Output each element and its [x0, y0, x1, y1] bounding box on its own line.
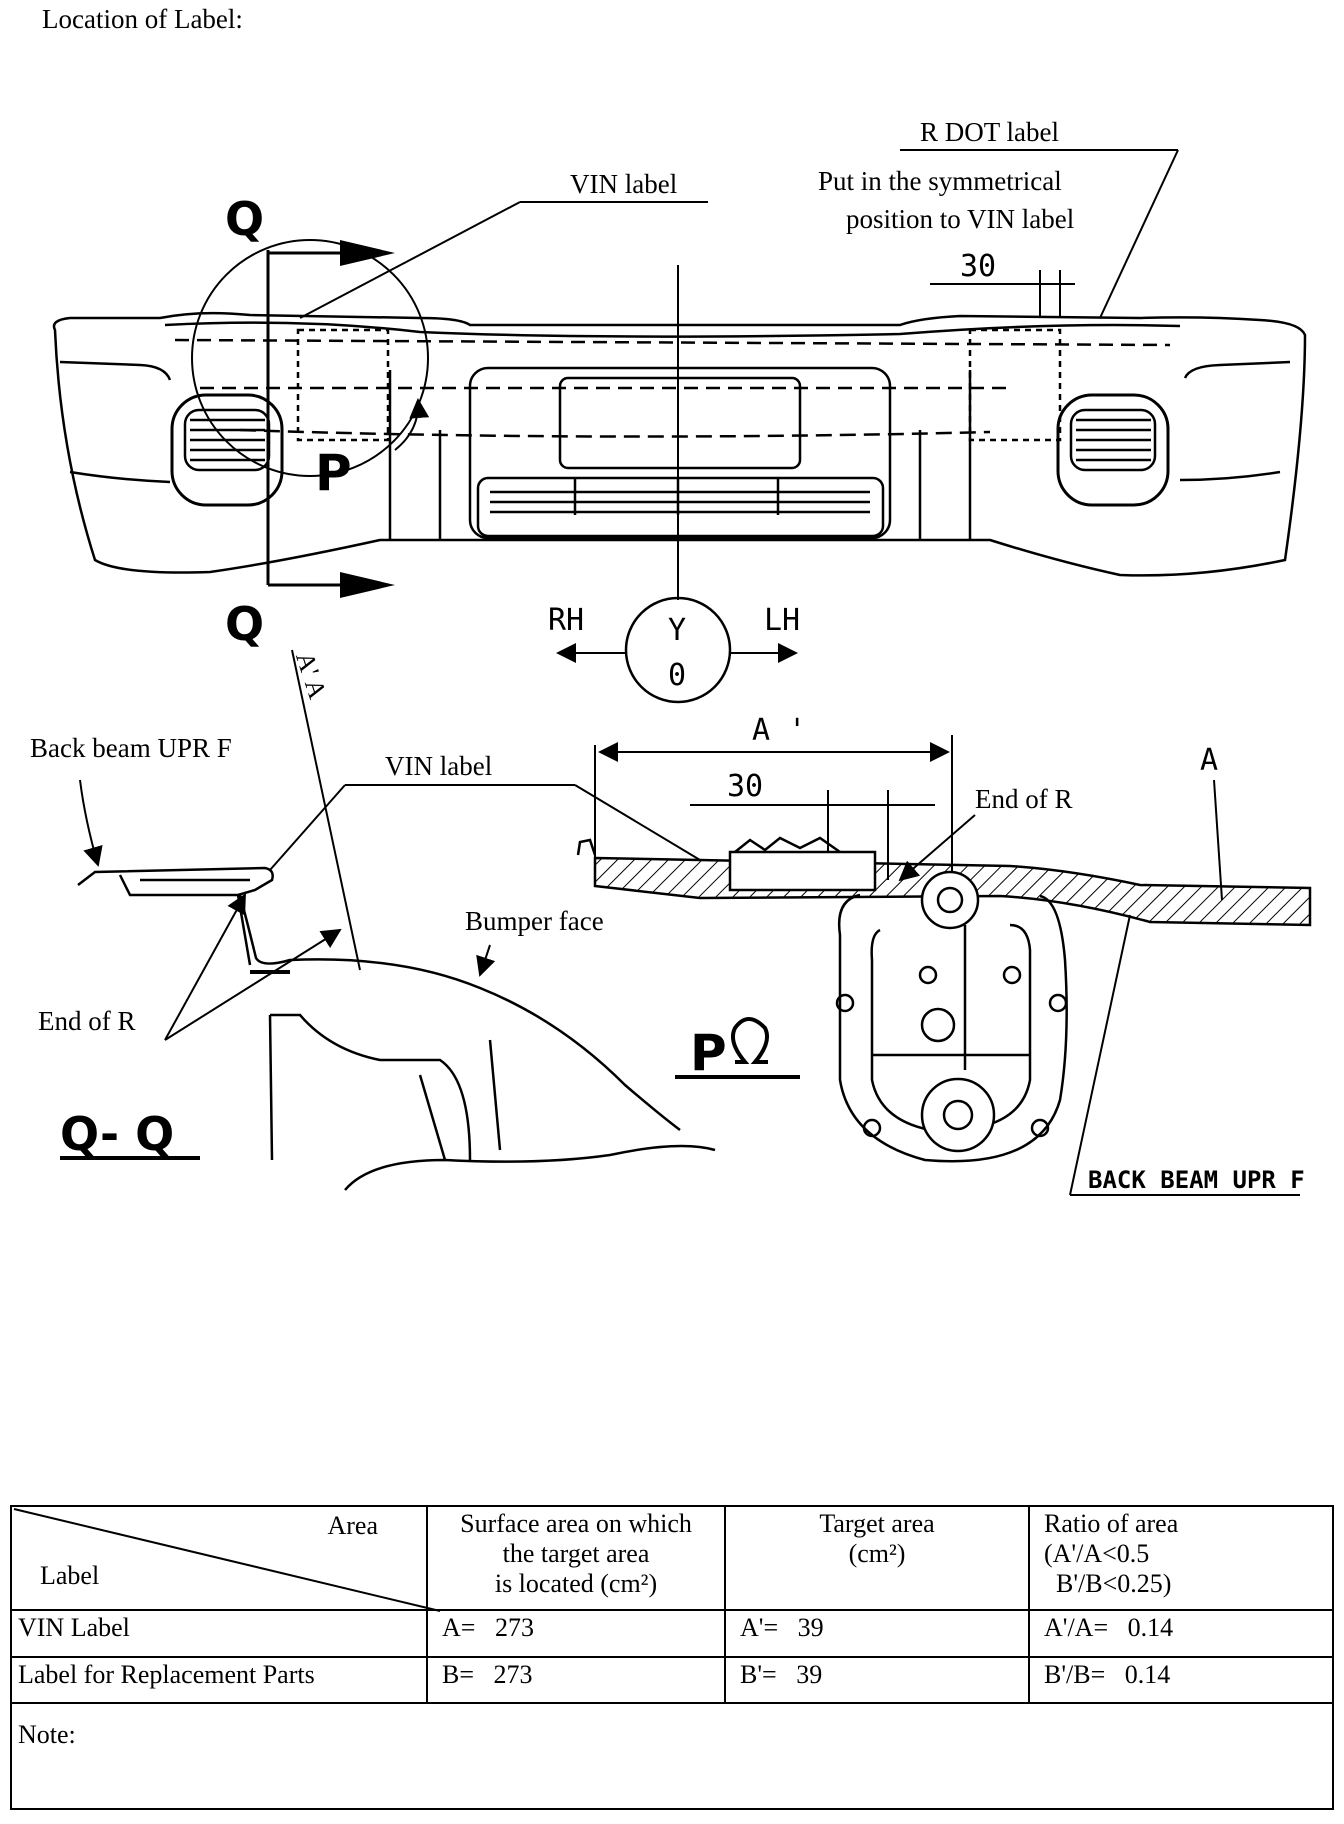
- header-surface-line2: the target area: [502, 1539, 650, 1568]
- header-label: Label: [40, 1561, 100, 1590]
- dim-a-prime: [594, 735, 953, 880]
- note-label: Note:: [18, 1720, 76, 1749]
- p-view-rotation-symbol: [731, 1017, 769, 1064]
- row-label: Label for Replacement Parts: [10, 1655, 428, 1704]
- r-dot-label-leader: [900, 149, 1179, 319]
- header-area: Area: [327, 1511, 378, 1540]
- vin-label-leader: [299, 201, 708, 319]
- qq-section-drawing: [77, 866, 716, 1191]
- header-target-line1: Target area: [819, 1509, 935, 1538]
- row-surface: A= 273: [426, 1609, 726, 1658]
- q-section-line: [266, 250, 340, 587]
- back-beam-caps-label: BACK BEAM UPR F: [1088, 1166, 1305, 1194]
- bumper-label-diagram: Q Q P VIN label R DOT label Put in the s…: [30, 117, 1312, 1196]
- row-target: B'= 39: [724, 1655, 1030, 1704]
- header-ratio-line3: B'/B<0.25): [1056, 1569, 1172, 1598]
- y-label: Y: [668, 613, 686, 648]
- row-target: A'= 39: [724, 1609, 1030, 1658]
- back-beam-upr-f-label: Back beam UPR F: [30, 733, 232, 763]
- row-ratio: B'/B= 0.14: [1028, 1655, 1334, 1704]
- table-note-row: Note:: [10, 1702, 1334, 1810]
- header-target-line2: (cm²): [848, 1539, 906, 1568]
- a-mark-label: A: [1200, 743, 1218, 778]
- dim-30-top: [930, 270, 1075, 318]
- header-ratio-line2: (A'/A<0.5: [1044, 1539, 1150, 1568]
- header-area-label-cell: Area Label: [10, 1505, 441, 1612]
- row-surface: B= 273: [426, 1655, 726, 1704]
- table-row: Label for Replacement Parts B= 273 B'= 3…: [10, 1655, 1334, 1704]
- q-arrow-bottom: [340, 572, 395, 598]
- page-heading: Location of Label:: [42, 4, 243, 34]
- p-detail-drawing: [576, 836, 1312, 1163]
- note-cell: Note:: [10, 1702, 1334, 1810]
- zero-label: 0: [668, 658, 686, 693]
- r-dot-label-callout: R DOT label: [920, 117, 1059, 147]
- end-of-r-right-label: End of R: [975, 784, 1073, 814]
- rh-label: RH: [548, 603, 584, 638]
- rear-bumper-drawing: [52, 239, 1307, 600]
- qq-section-title: Q- Q: [60, 1107, 174, 1161]
- header-surface-area: Surface area on which the target area is…: [426, 1505, 726, 1611]
- header-ratio-area: Ratio of area (A'/A<0.5 B'/B<0.25): [1028, 1505, 1334, 1611]
- view-q-bottom-label: Q: [225, 597, 264, 651]
- r-dot-note-line2: position to VIN label: [846, 204, 1074, 234]
- table-row: VIN Label A= 273 A'= 39 A'/A= 0.14: [10, 1609, 1334, 1658]
- bumper-face-label: Bumper face: [465, 906, 604, 936]
- vin-label-section-callout: VIN label: [385, 751, 492, 781]
- p-view-title: P: [690, 1024, 727, 1082]
- header-surface-line1: Surface area on which: [460, 1509, 692, 1538]
- lh-label: LH: [764, 603, 800, 638]
- header-surface-line3: is located (cm²): [494, 1569, 658, 1598]
- view-p-label: P: [315, 444, 352, 502]
- row-ratio: A'/A= 0.14: [1028, 1609, 1334, 1658]
- a-prime-label: A ': [752, 713, 806, 748]
- dim-30-detail-value: 30: [727, 769, 763, 804]
- dim-30-top-value: 30: [960, 249, 996, 284]
- header-diagonal-line: [13, 1508, 441, 1612]
- y0-circle: [624, 596, 732, 704]
- r-dot-note-line1: Put in the symmetrical: [818, 166, 1062, 196]
- row-label: VIN Label: [10, 1609, 428, 1658]
- view-q-top-label: Q: [225, 192, 264, 246]
- header-target-area: Target area (cm²): [724, 1505, 1030, 1611]
- vin-label-callout: VIN label: [570, 169, 677, 199]
- end-of-r-left-label: End of R: [38, 1006, 136, 1036]
- header-ratio-line1: Ratio of area: [1044, 1509, 1179, 1538]
- q-arrow-top: [340, 240, 395, 266]
- table-header-row: Area Label Surface area on which the tar…: [10, 1505, 1334, 1612]
- label-area-table: Area Label Surface area on which the tar…: [10, 1505, 1334, 1810]
